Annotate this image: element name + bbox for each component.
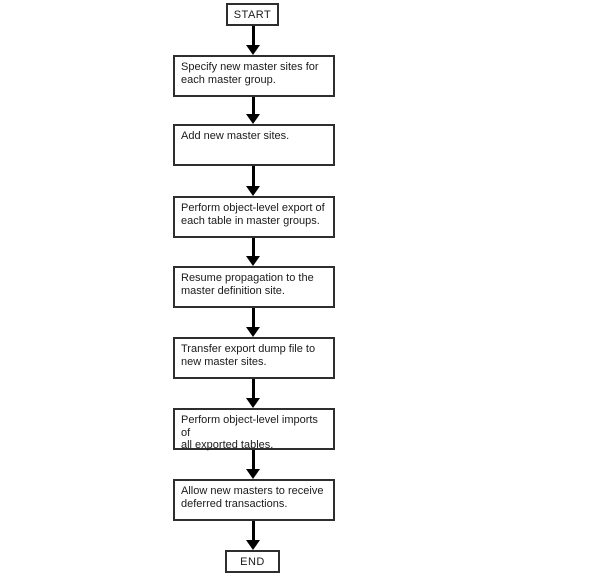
arrow-down-icon xyxy=(246,308,261,337)
step-label: Specify new master sites for each master… xyxy=(181,61,319,86)
arrow-down-icon xyxy=(246,26,261,55)
arrow-down-icon xyxy=(246,238,261,266)
arrowhead-icon xyxy=(246,256,260,266)
arrowhead-icon xyxy=(246,398,260,408)
arrow-shaft xyxy=(252,97,255,116)
step-resume-propagation: Resume propagation to the master definit… xyxy=(173,266,335,308)
step-label: Allow new masters to receive deferred tr… xyxy=(181,485,324,510)
arrowhead-icon xyxy=(246,114,260,124)
step-label: Perform object-level imports of all expo… xyxy=(181,414,318,451)
arrow-shaft xyxy=(252,521,255,542)
step-transfer-dump-file: Transfer export dump file to new master … xyxy=(173,337,335,379)
arrowhead-icon xyxy=(246,469,260,479)
step-label: Add new master sites. xyxy=(181,130,290,142)
start-node: START xyxy=(226,3,279,26)
arrowhead-icon xyxy=(246,327,260,337)
arrow-shaft xyxy=(252,450,255,471)
step-label: Resume propagation to the master definit… xyxy=(181,272,314,297)
arrowhead-icon xyxy=(246,45,260,55)
end-node: END xyxy=(225,550,280,573)
arrow-down-icon xyxy=(246,166,261,196)
arrow-shaft xyxy=(252,238,255,258)
step-object-level-imports: Perform object-level imports of all expo… xyxy=(173,408,335,451)
arrow-down-icon xyxy=(246,450,261,479)
step-specify-master-sites: Specify new master sites for each master… xyxy=(173,55,335,97)
arrow-shaft xyxy=(252,308,255,329)
arrow-down-icon xyxy=(246,97,261,124)
arrow-shaft xyxy=(252,379,255,400)
step-object-level-export: Perform object-level export of each tabl… xyxy=(173,196,335,238)
arrowhead-icon xyxy=(246,540,260,550)
start-node-label: START xyxy=(233,8,272,21)
arrowhead-icon xyxy=(246,186,260,196)
arrow-shaft xyxy=(252,166,255,188)
step-label: Perform object-level export of each tabl… xyxy=(181,202,325,227)
arrow-shaft xyxy=(252,26,255,47)
step-add-master-sites: Add new master sites. xyxy=(173,124,335,166)
step-label: Transfer export dump file to new master … xyxy=(181,343,316,368)
arrow-down-icon xyxy=(246,379,261,408)
end-node-label: END xyxy=(240,555,265,568)
step-allow-deferred-transactions: Allow new masters to receive deferred tr… xyxy=(173,479,335,521)
arrow-down-icon xyxy=(246,521,261,550)
